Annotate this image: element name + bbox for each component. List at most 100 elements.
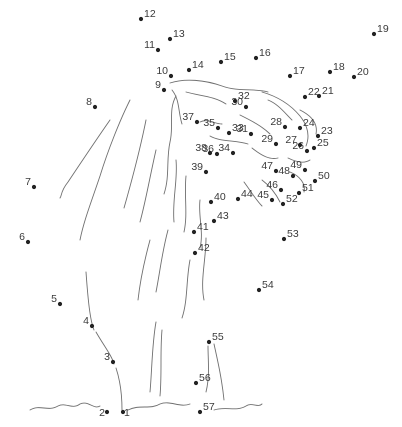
dot-label-54: 54 <box>262 279 274 291</box>
dot-29 <box>273 141 279 147</box>
dot-label-38: 38 <box>195 142 207 154</box>
dot-43 <box>211 218 217 224</box>
dot-label-31: 31 <box>236 123 248 135</box>
dot-label-22: 22 <box>308 86 320 98</box>
dot-label-37: 37 <box>182 111 194 123</box>
dot-27 <box>297 142 303 148</box>
dot-12 <box>138 16 144 22</box>
dot-label-41: 41 <box>197 221 209 233</box>
dot-label-49: 49 <box>290 159 302 171</box>
dot-1 <box>120 409 126 415</box>
dot-label-6: 6 <box>19 231 25 243</box>
dot-51 <box>296 190 302 196</box>
dot-label-53: 53 <box>287 228 299 240</box>
dot-label-39: 39 <box>191 161 203 173</box>
dot-label-8: 8 <box>86 96 92 108</box>
dot-18 <box>327 69 333 75</box>
dot-label-52: 52 <box>286 193 298 205</box>
dot-24 <box>297 125 303 131</box>
dot-label-56: 56 <box>199 372 211 384</box>
dot-label-12: 12 <box>144 8 156 20</box>
dot-56 <box>193 380 199 386</box>
dot-20 <box>351 74 357 80</box>
dot-7 <box>31 184 37 190</box>
dot-label-50: 50 <box>318 170 330 182</box>
dot-42 <box>192 250 198 256</box>
dot-38 <box>207 150 213 156</box>
dot-15 <box>218 59 224 65</box>
dot-label-9: 9 <box>155 79 161 91</box>
dot-label-55: 55 <box>212 331 224 343</box>
dot-label-46: 46 <box>266 179 278 191</box>
dot-label-3: 3 <box>104 351 110 363</box>
dot-label-10: 10 <box>156 65 168 77</box>
dot-22 <box>302 94 308 100</box>
dot-52 <box>280 201 286 207</box>
dot-36 <box>214 151 220 157</box>
dot-label-1: 1 <box>124 407 130 419</box>
dot-9 <box>161 87 167 93</box>
dot-26 <box>304 148 310 154</box>
dot-label-7: 7 <box>25 176 31 188</box>
dot-16 <box>253 55 259 61</box>
dot-label-11: 11 <box>144 39 155 51</box>
dot-label-24: 24 <box>303 117 315 129</box>
dot-label-19: 19 <box>377 23 389 35</box>
dot-label-36: 36 <box>202 143 214 155</box>
dot-label-13: 13 <box>173 28 185 40</box>
dot-3 <box>110 359 116 365</box>
dot-label-33: 33 <box>232 122 244 134</box>
dot-label-5: 5 <box>51 293 57 305</box>
dot-28 <box>282 124 288 130</box>
dot-label-42: 42 <box>198 242 210 254</box>
dot-label-44: 44 <box>241 188 253 200</box>
dot-label-30: 30 <box>231 96 243 108</box>
dot-label-17: 17 <box>293 65 305 77</box>
dot-label-28: 28 <box>270 116 282 128</box>
dot-45 <box>269 197 275 203</box>
dot-30 <box>243 104 249 110</box>
dot-14 <box>186 67 192 73</box>
dot-2 <box>104 409 110 415</box>
dot-6 <box>25 239 31 245</box>
dot-55 <box>206 339 212 345</box>
dot-label-40: 40 <box>214 191 226 203</box>
dot-label-43: 43 <box>217 210 229 222</box>
dot-label-34: 34 <box>218 142 230 154</box>
dot-37 <box>194 119 200 125</box>
dot-48 <box>290 173 296 179</box>
dot-label-48: 48 <box>278 165 290 177</box>
dot-label-47: 47 <box>261 160 273 172</box>
dot-34 <box>230 150 236 156</box>
dot-25 <box>311 145 317 151</box>
dot-10 <box>168 73 174 79</box>
dot-label-16: 16 <box>259 47 271 59</box>
dot-4 <box>89 323 95 329</box>
dot-8 <box>92 104 98 110</box>
dot-31 <box>248 131 254 137</box>
dot-label-29: 29 <box>261 133 273 145</box>
dot-44 <box>235 196 241 202</box>
dot-label-2: 2 <box>99 407 105 419</box>
dot-33 <box>226 130 232 136</box>
dot-label-4: 4 <box>83 315 89 327</box>
dot-13 <box>167 36 173 42</box>
animal-sketch-outline <box>29 79 317 411</box>
dot-47 <box>273 168 279 174</box>
dot-40 <box>208 199 214 205</box>
dot-32 <box>232 98 238 104</box>
dot-49 <box>302 167 308 173</box>
dot-label-45: 45 <box>257 189 269 201</box>
dot-41 <box>191 229 197 235</box>
dot-11 <box>155 47 161 53</box>
dot-label-32: 32 <box>238 90 250 102</box>
dot-35 <box>215 125 221 131</box>
dot-label-35: 35 <box>203 117 215 129</box>
dot-57 <box>197 409 203 415</box>
dot-label-14: 14 <box>192 59 204 71</box>
dot-50 <box>312 178 318 184</box>
dot-label-20: 20 <box>357 66 369 78</box>
dot-label-27: 27 <box>285 134 297 146</box>
